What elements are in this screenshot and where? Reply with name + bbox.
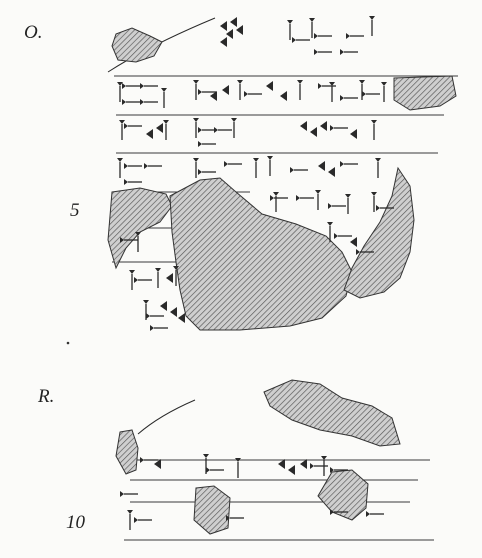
obverse-surface [107, 15, 458, 332]
obverse-label: O. [24, 22, 43, 43]
dot-mark [66, 341, 70, 345]
reverse-label: R. [38, 386, 55, 407]
reverse-breaks [115, 379, 401, 535]
line-number-5: 5 [70, 200, 80, 221]
reverse-ruling-lines [124, 459, 434, 541]
reverse-surface [115, 379, 434, 541]
line-number-10: 10 [66, 512, 85, 533]
obverse-breaks [107, 27, 457, 331]
